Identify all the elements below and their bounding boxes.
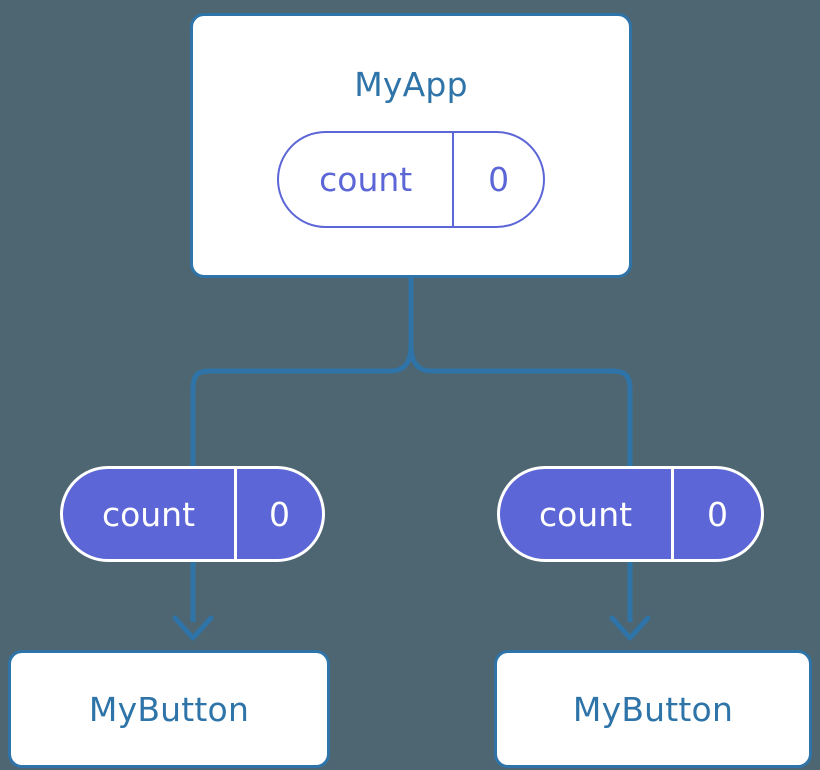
component-label-mybutton: MyButton: [88, 689, 250, 729]
state-pill-child-right[interactable]: count 0: [497, 466, 764, 562]
component-box-mybutton-right[interactable]: MyButton: [494, 650, 812, 768]
state-pill-myapp[interactable]: count 0: [277, 131, 545, 228]
state-pill-value: 0: [671, 469, 761, 559]
component-label-mybutton: MyButton: [572, 689, 734, 729]
state-pill-key: count: [319, 160, 413, 199]
component-label-myapp: MyApp: [354, 65, 468, 104]
state-pill-value: 0: [234, 469, 322, 559]
state-pill-value: 0: [452, 133, 543, 226]
arrowhead-left: [172, 615, 214, 641]
state-pill-key: count: [538, 494, 633, 534]
state-pill-key: count: [101, 494, 196, 534]
arrowhead-right: [609, 615, 651, 641]
component-box-mybutton-left[interactable]: MyButton: [8, 650, 330, 768]
state-pill-child-left[interactable]: count 0: [60, 466, 325, 562]
